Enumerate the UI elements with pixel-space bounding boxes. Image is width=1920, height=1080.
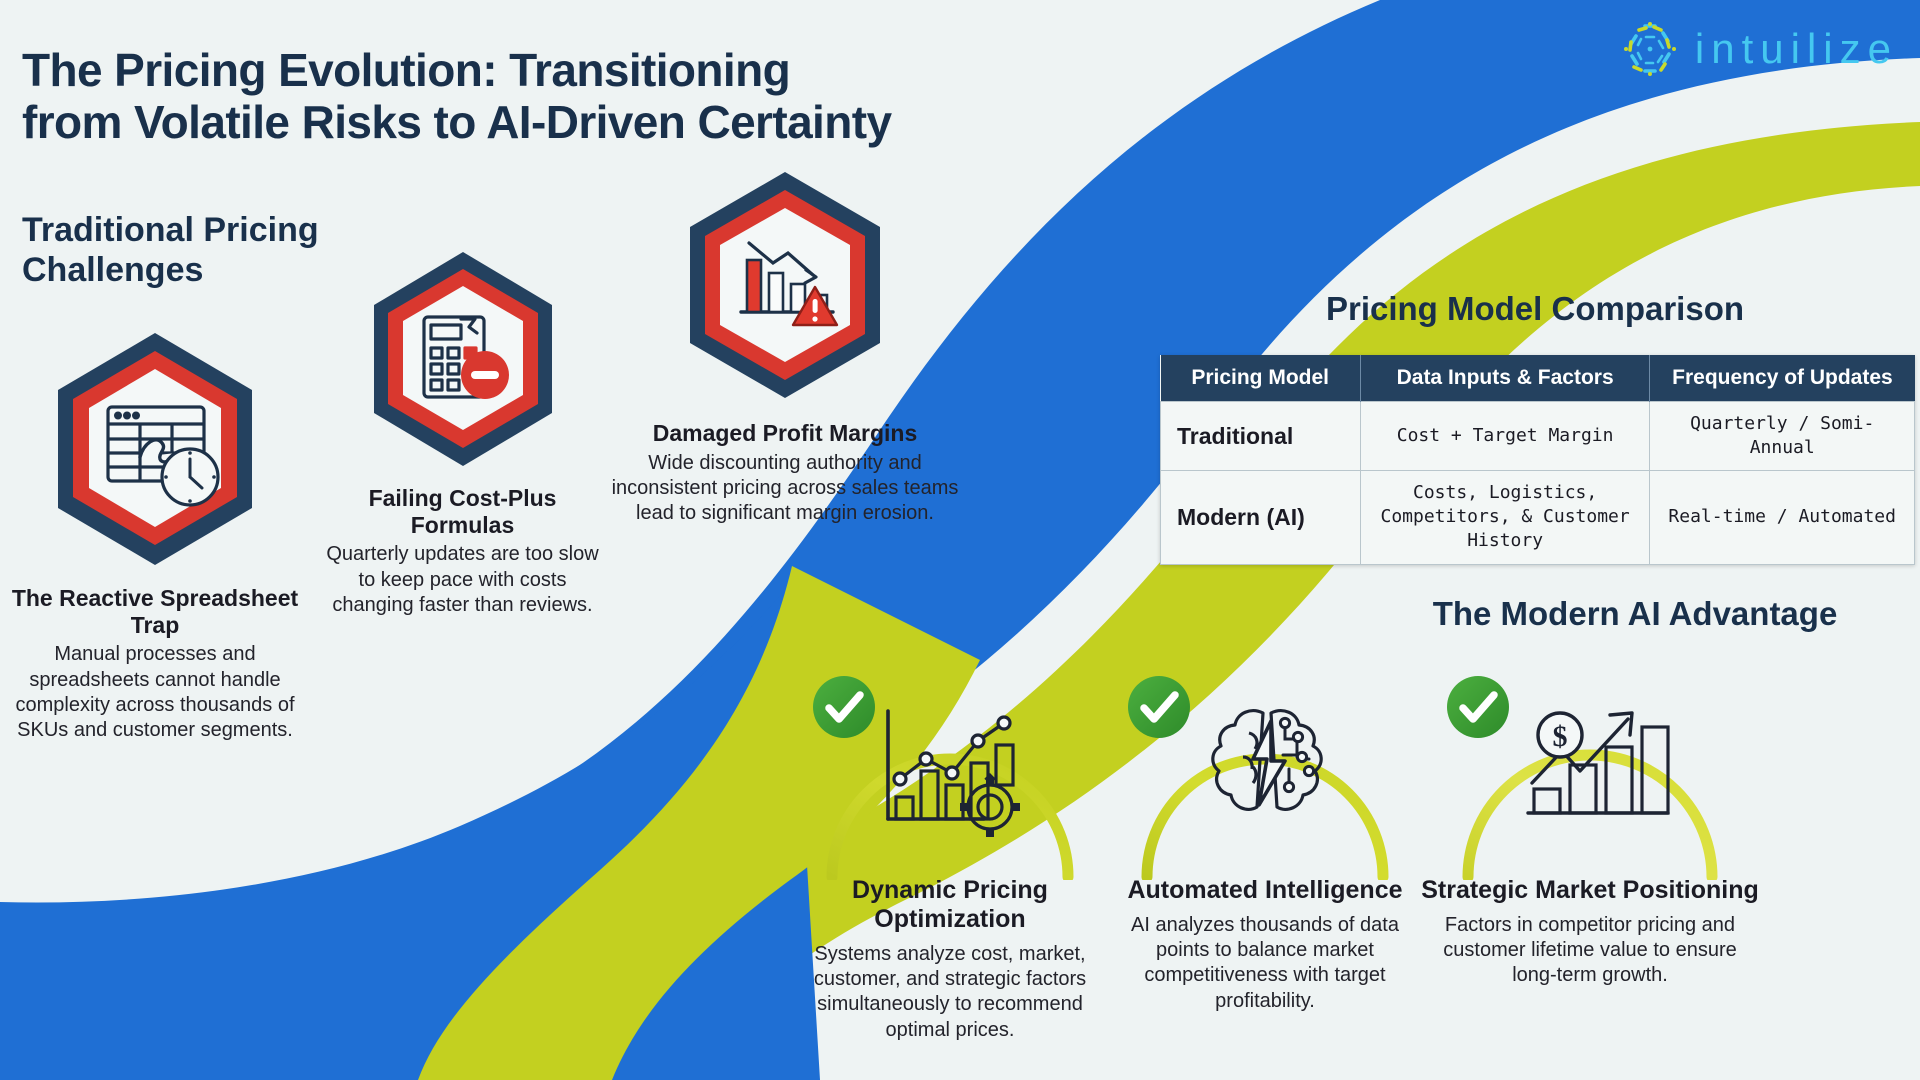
lime-wave [540,122,1920,1080]
page-title: The Pricing Evolution: Transitioning fro… [22,44,892,148]
hexagon-dots-icon [1623,22,1676,76]
page-title-line-2: from Volatile Risks to AI-Driven Certain… [22,95,892,148]
advantage-card-body: AI analyzes thousands of data points to … [1131,914,1399,1012]
table-row: Modern (AI) Costs, Logistics, Competitor… [1160,470,1915,565]
ai-brain-circuit-icon [1211,709,1323,811]
table-cell-frequency-traditional: Quarterly / Somi-Annual [1649,400,1915,472]
dollar-growth-chart-icon: $ [1526,711,1670,815]
check-circle-icon [813,676,875,738]
calculator-error-icon [373,252,552,466]
table-column-header-frequency: Frequency of Updates [1649,355,1915,402]
chart-gear-analytics-icon [886,709,1020,837]
comparison-table-heading: Pricing Model Comparison [1325,290,1745,327]
challenge-card-title: Failing Cost-Plus Formulas [368,485,557,538]
table-header-row: Pricing Model Data Inputs & Factors Freq… [1160,355,1915,402]
table-cell-inputs-traditional: Cost + Target Margin [1359,400,1651,472]
pricing-model-comparison-table: Pricing Model Data Inputs & Factors Freq… [1160,355,1915,565]
traditional-challenges-heading: Traditional Pricing Challenges [22,211,319,290]
table-column-header-data-inputs: Data Inputs & Factors [1360,355,1651,402]
table-row: Traditional Cost + Target Margin Quarter… [1160,400,1915,472]
logo-wordmark: intuilize [1694,25,1898,72]
advantage-card-dynamic-pricing: Dynamic Pricing Optimization Systems ana… [790,665,1110,1043]
lime-arc [1462,749,1718,883]
spreadsheet-clock-icon [58,333,252,565]
challenge-card-title: Damaged Profit Margins [652,420,918,446]
table-cell-model-traditional: Traditional [1160,400,1361,472]
advantage-card-strategic-positioning: $ Strategic Market Positioning Factors i… [1420,665,1760,989]
advantage-card-title: Strategic Market Positioning [1421,876,1759,904]
advantage-card-title: Automated Intelligence [1127,876,1403,904]
table-cell-inputs-modern-ai: Costs, Logistics, Competitors, & Custome… [1359,470,1651,565]
challenge-card-body: Manual processes and spreadsheets cannot… [15,643,295,741]
challenge-card-spreadsheet-trap: The Reactive Spreadsheet Trap Manual pro… [10,325,300,743]
table-cell-frequency-modern-ai: Real-time / Automated [1649,470,1915,565]
table-cell-model-modern-ai: Modern (AI) [1160,470,1361,565]
page-title-line-1: The Pricing Evolution: Transitioning [22,44,791,96]
challenge-card-body: Wide discounting authority and inconsist… [611,451,959,525]
check-circle-icon [1128,676,1190,738]
advantage-card-automated-intelligence: Automated Intelligence AI analyzes thous… [1105,665,1425,1014]
challenge-card-title: The Reactive Spreadsheet Trap [11,585,299,638]
brand-logo[interactable]: intuilize [1619,18,1898,80]
declining-bar-chart-warning-icon [689,172,880,398]
challenge-card-cost-plus-formulas: Failing Cost-Plus Formulas Quarterly upd… [320,245,605,618]
svg-text:$: $ [1553,720,1568,753]
advantage-card-body: Factors in competitor pricing and custom… [1443,914,1737,987]
challenge-card-body: Quarterly updates are too slow to keep p… [326,543,599,616]
table-column-header-pricing-model: Pricing Model [1160,355,1361,402]
challenge-card-damaged-margins: Damaged Profit Margins Wide discounting … [610,165,960,526]
check-circle-icon [1447,676,1509,738]
modern-ai-advantage-heading: The Modern AI Advantage [1432,595,1838,632]
advantage-card-body: Systems analyze cost, market, customer, … [813,943,1087,1041]
lime-arc [826,753,1074,883]
advantage-card-title: Dynamic Pricing Optimization [852,876,1048,933]
